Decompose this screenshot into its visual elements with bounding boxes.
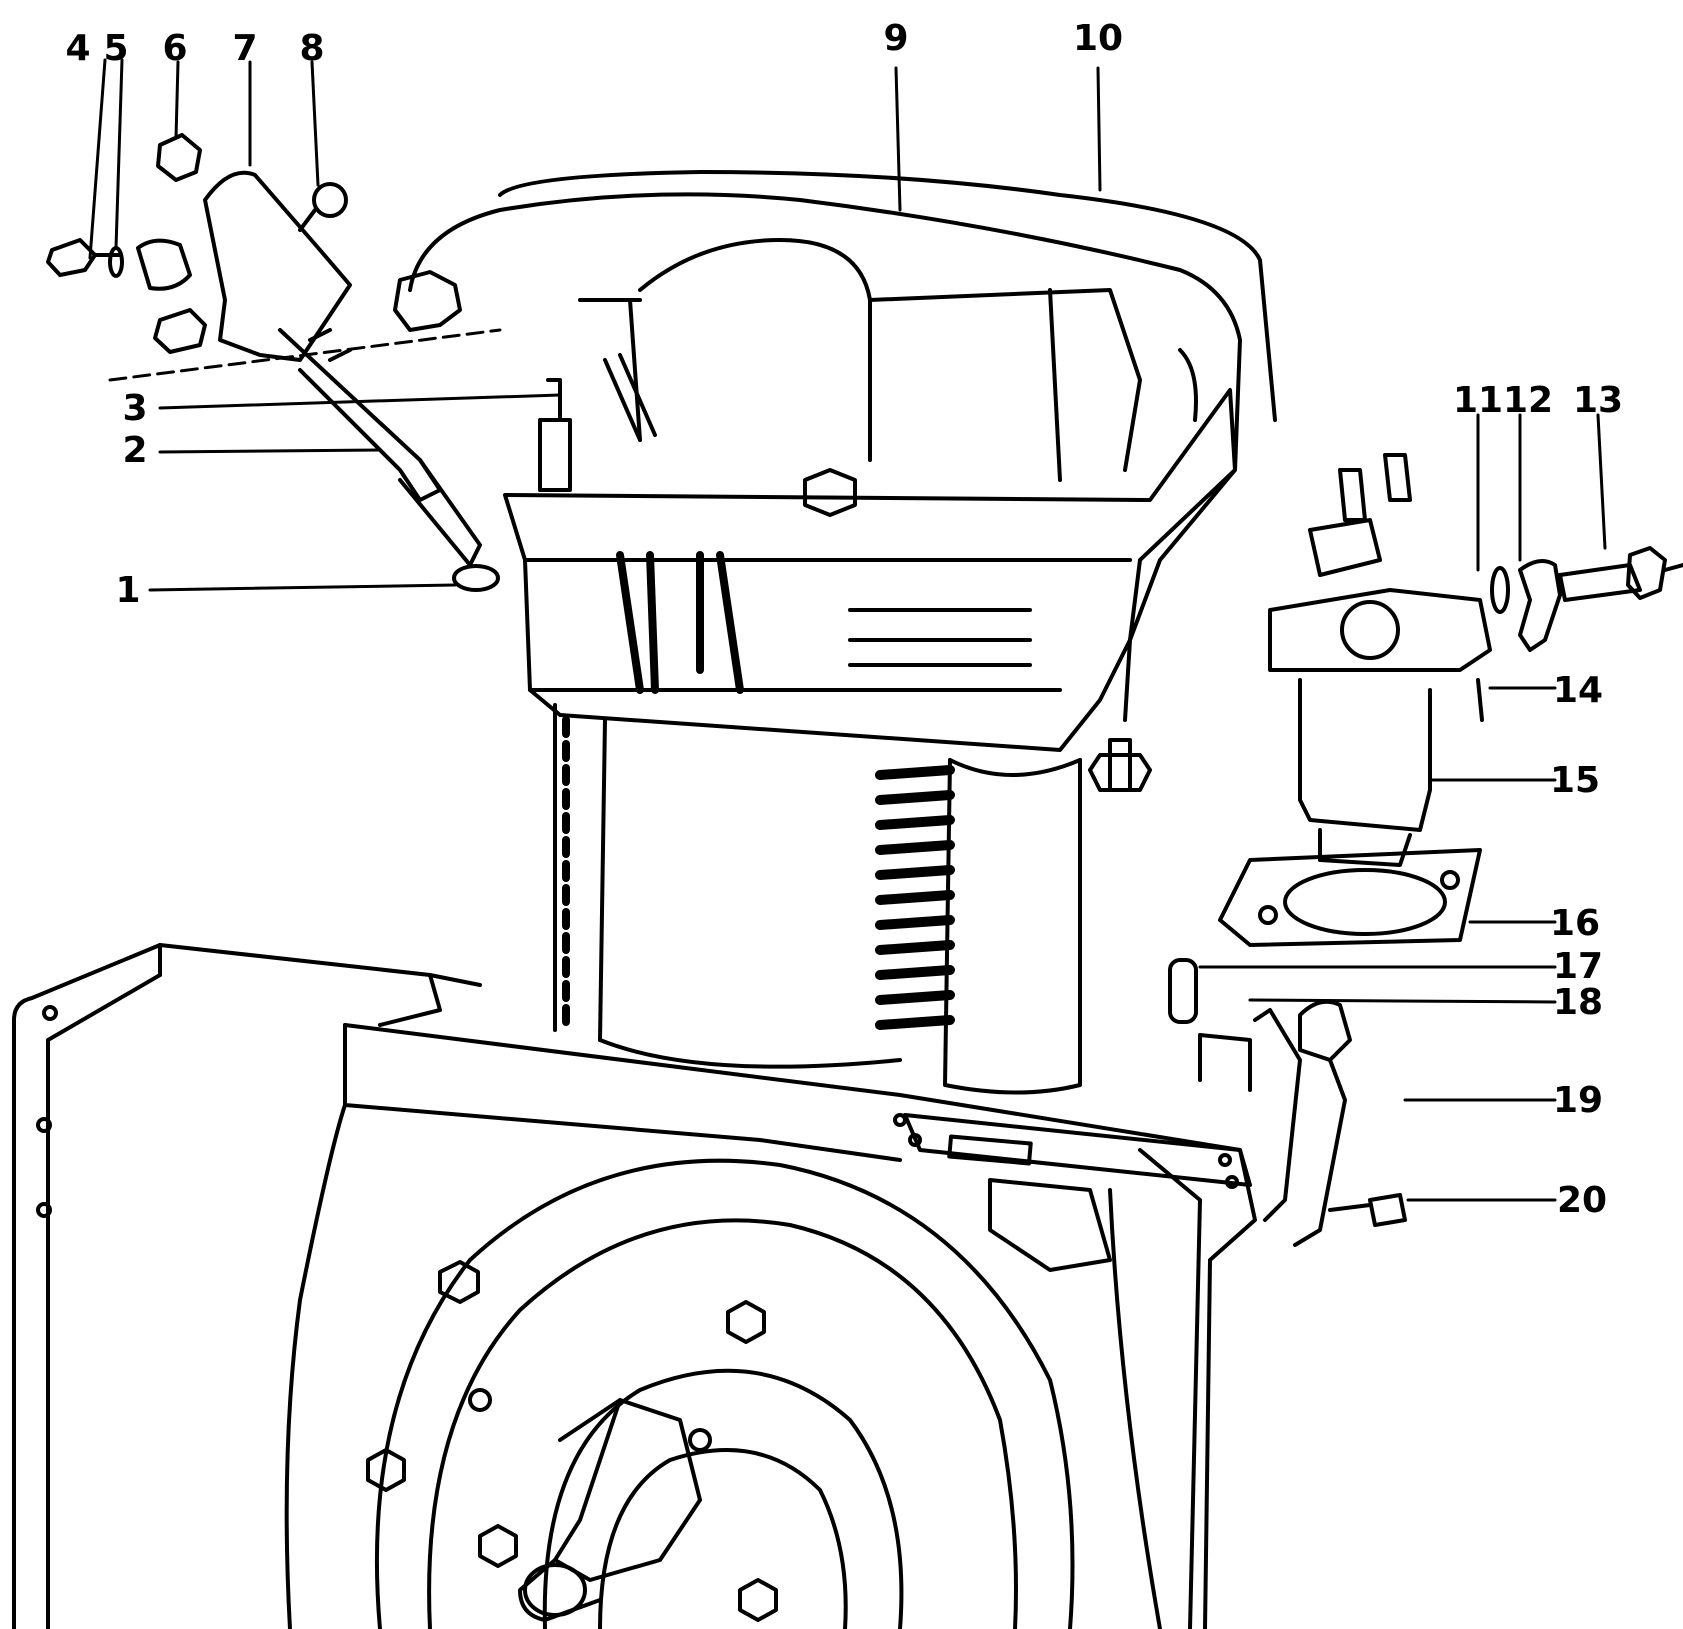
fan-shroud	[12, 943, 482, 1629]
crankcase-flywheel	[284, 1023, 1257, 1629]
callout-10: 10	[1073, 18, 1123, 59]
leader-lines	[88, 58, 1607, 1202]
injection-pump	[1218, 453, 1683, 947]
tappet-bracket	[1168, 958, 1407, 1247]
callout-16: 16	[1550, 903, 1600, 944]
callout-15: 15	[1550, 760, 1600, 801]
callout-17: 17	[1553, 946, 1603, 987]
callout-5: 5	[103, 28, 128, 69]
callout-3: 3	[122, 388, 147, 429]
callout-19: 19	[1553, 1080, 1603, 1121]
callout-18: 18	[1553, 982, 1603, 1023]
callout-1: 1	[115, 570, 140, 611]
callout-7: 7	[232, 28, 257, 69]
callout-8: 8	[299, 28, 324, 69]
callout-4: 4	[65, 28, 90, 69]
cylinder-head	[503, 238, 1237, 752]
callout-13: 13	[1573, 380, 1623, 421]
callout-14: 14	[1553, 670, 1603, 711]
callouts: 1 2 3 4 5 6 7 8 9 10 11 12 13 14 15 16 1…	[65, 18, 1623, 1221]
callout-9: 9	[883, 18, 908, 59]
callout-6: 6	[162, 28, 187, 69]
callout-11: 11	[1453, 380, 1503, 421]
cylinder-barrel	[553, 703, 1082, 1095]
callout-20: 20	[1557, 1180, 1607, 1221]
callout-12: 12	[1503, 380, 1553, 421]
injector-assembly	[46, 133, 500, 592]
callout-2: 2	[122, 430, 147, 471]
